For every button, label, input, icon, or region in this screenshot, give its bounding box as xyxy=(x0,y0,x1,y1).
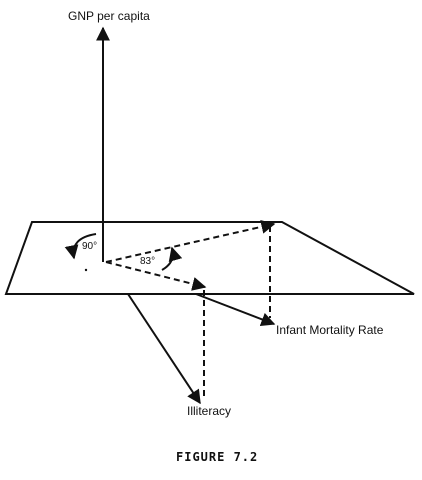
projection-angle-arc xyxy=(161,246,183,271)
gnp-axis-label: GNP per capita xyxy=(68,9,150,23)
projection-angle-label: 83° xyxy=(140,256,155,267)
figure-caption: FIGURE 7.2 xyxy=(176,450,258,464)
illiteracy-label: Illiteracy xyxy=(187,404,231,418)
plane-surface xyxy=(4,221,415,295)
infant-mortality-label: Infant Mortality Rate xyxy=(276,323,384,337)
right-angle-label: 90° xyxy=(82,241,97,252)
projection-dashed-long xyxy=(105,219,276,263)
infant-mortality-vector xyxy=(195,293,276,327)
illiteracy-vector xyxy=(127,293,201,405)
projection-dashed-short xyxy=(105,261,207,291)
origin-mark xyxy=(84,268,88,272)
right-angle-arc xyxy=(64,233,97,260)
